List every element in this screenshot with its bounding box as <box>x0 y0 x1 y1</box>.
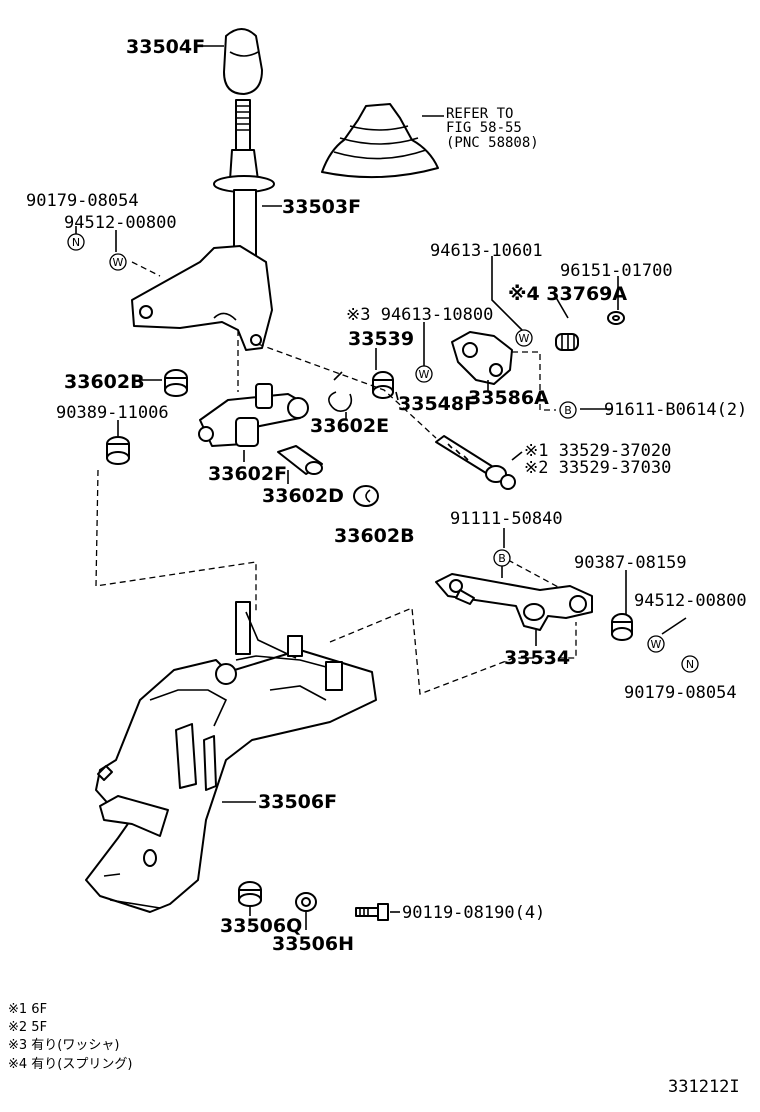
marker-w-94613-10800: W <box>415 365 433 383</box>
svg-text:W: W <box>113 256 124 269</box>
label-90387-08159: 90387-08159 <box>574 553 687 573</box>
svg-text:N: N <box>72 236 80 249</box>
svg-text:N: N <box>686 658 694 671</box>
label-33539: 33539 <box>348 328 414 350</box>
collar-90387 <box>611 613 633 641</box>
label-33534: 33534 <box>504 647 570 669</box>
label-33602E: 33602E <box>310 415 389 437</box>
shaft-33529 <box>435 435 516 490</box>
label-94512-00800-left: 94512-00800 <box>64 213 177 233</box>
bushing-33506H <box>295 892 317 912</box>
label-33503F: 33503F <box>282 196 361 218</box>
lever-33534 <box>435 573 593 631</box>
label-33504F: 33504F <box>126 36 205 58</box>
label-33602F: 33602F <box>208 463 287 485</box>
shift-shaft-assembly <box>198 383 309 447</box>
shift-lever <box>213 99 275 261</box>
bushing-90389 <box>106 436 130 465</box>
collar-33539 <box>372 371 394 399</box>
label-33529-37020: ※1 33529-37020 <box>524 441 671 461</box>
label-33602B-lower: 33602B <box>334 525 415 547</box>
bushing-33602B-lower <box>353 485 379 507</box>
svg-text:W: W <box>651 638 662 651</box>
label-90179-08054-right: 90179-08054 <box>624 683 737 703</box>
label-91611-B0614: 91611-B0614(2) <box>604 400 747 420</box>
bushing-33602B-upper <box>164 369 188 397</box>
label-33529-37030: ※2 33529-37030 <box>524 458 671 478</box>
label-33506Q: 33506Q <box>220 915 302 937</box>
note-3: ※3 有り(ワッシャ) <box>8 1038 119 1053</box>
svg-text:B: B <box>564 404 572 417</box>
label-fig: FIG 58-55 <box>446 120 522 136</box>
label-pnc: (PNC 58808) <box>446 135 539 151</box>
label-94512-00800-right: 94512-00800 <box>634 591 747 611</box>
shift-knob <box>223 28 263 95</box>
washer-96151 <box>607 311 625 325</box>
label-94613-10601: 94613-10601 <box>430 241 543 261</box>
marker-n-left: N <box>67 233 85 251</box>
label-33506H: 33506H <box>272 933 354 955</box>
svg-text:W: W <box>419 368 430 381</box>
label-90179-08054-left: 90179-08054 <box>26 191 139 211</box>
pin-33602D <box>277 445 323 475</box>
figure-id: 331212I <box>668 1077 740 1097</box>
label-90389-11006: 90389-11006 <box>56 403 169 423</box>
lever-33586A <box>451 331 513 385</box>
assembly-lines <box>95 261 577 695</box>
note-4: ※4 有り(スプリング) <box>8 1057 132 1072</box>
note-2: ※2 5F <box>8 1020 47 1035</box>
label-96151-01700: 96151-01700 <box>560 261 673 281</box>
spring-33769A <box>555 333 579 351</box>
label-33506F: 33506F <box>258 791 337 813</box>
marker-n-right: N <box>681 655 699 673</box>
label-90119-08190: 90119-08190(4) <box>402 903 545 923</box>
label-94613-10800: ※3 94613-10800 <box>346 305 493 325</box>
note-1: ※1 6F <box>8 1002 47 1017</box>
label-33602D: 33602D <box>262 485 344 507</box>
leader-lines <box>75 45 687 930</box>
marker-w-right: W <box>647 635 665 653</box>
marker-w-left: W <box>109 253 127 271</box>
clip-33602E <box>328 371 353 412</box>
svg-text:W: W <box>519 332 530 345</box>
label-33586A: 33586A <box>468 387 549 409</box>
label-33769A: ※4 33769A <box>508 283 627 305</box>
bolt-90119 <box>355 903 389 921</box>
shift-boot <box>321 103 439 179</box>
label-33602B-upper: 33602B <box>64 371 145 393</box>
lever-bracket <box>131 245 273 351</box>
label-91111-50840: 91111-50840 <box>450 509 563 529</box>
label-refer-to: REFER TO <box>446 106 513 122</box>
bushing-33506Q <box>238 881 262 907</box>
svg-text:B: B <box>498 552 506 565</box>
label-33548F: 33548F <box>398 393 477 415</box>
shift-housing-33506F <box>85 601 377 913</box>
marker-b-91611: B <box>559 401 577 419</box>
marker-b-91111: B <box>493 549 511 567</box>
marker-w-94613-10601: W <box>515 329 533 347</box>
